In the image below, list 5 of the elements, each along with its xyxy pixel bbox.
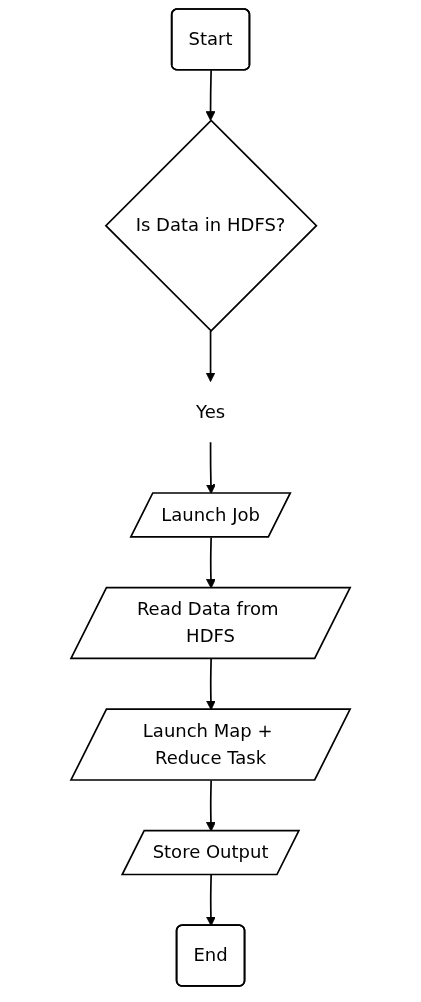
node-diamond: Is Data in HDFS? (104, 119, 318, 333)
arrow (205, 874, 216, 927)
arrow (205, 330, 216, 382)
arrow (205, 69, 216, 121)
node-text: Yes (195, 400, 226, 423)
